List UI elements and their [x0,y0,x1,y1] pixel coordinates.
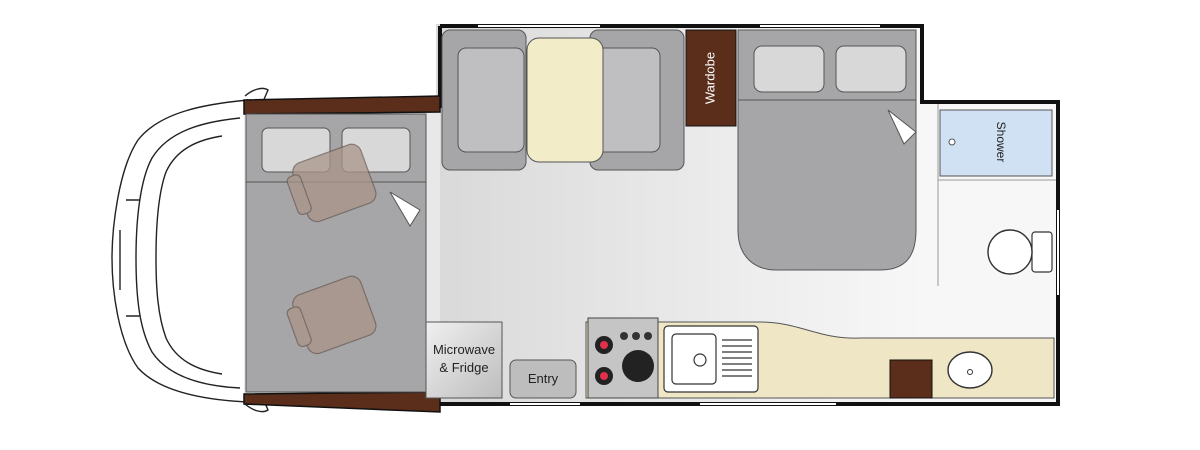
basin-icon [947,351,993,389]
bathroom: Shower [937,104,1056,286]
wardrobe-label: Wardobe [702,52,717,104]
toilet-icon [987,229,1053,275]
cab-over-bed [243,95,441,413]
hob-icon [587,317,659,399]
microwave-label-line2: & Fridge [439,360,488,375]
kitchen [585,317,1055,399]
microwave-fridge-unit: Microwave & Fridge [425,321,503,399]
kitchen-cupboard [889,359,933,399]
shower-label: Shower [994,122,1008,163]
microwave-label-line1: Microwave [433,342,495,357]
dinette [441,29,685,171]
rear-bed [737,29,917,271]
entry-step: Entry [509,359,577,399]
shower-tray [939,109,1053,177]
swivel-seat-icon [286,143,377,355]
entry-label: Entry [528,371,559,386]
wardrobe: Wardobe [685,29,737,127]
dining-table [526,37,604,163]
van-cab-outline [111,87,269,413]
bed-corner-fold-icon [887,109,917,145]
bed-corner-fold-icon [389,191,421,227]
sink-icon [663,325,759,393]
